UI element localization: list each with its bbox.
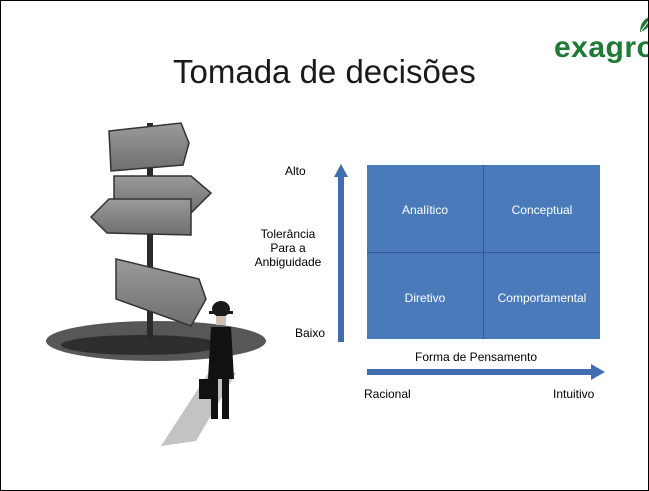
cell-diretivo: Diretivo xyxy=(404,291,446,305)
slide-title: Tomada de decisões xyxy=(173,53,476,90)
y-axis-arrow xyxy=(334,164,348,342)
decision-matrix: Analítico Conceptual Diretivo Comportame… xyxy=(367,165,600,339)
y-axis-title-line-3: Anbiguidade xyxy=(254,255,322,269)
matrix-horizontal-divider xyxy=(367,252,600,253)
y-axis-title: Tolerância Para a Anbiguidade xyxy=(245,227,331,269)
x-axis-arrow xyxy=(367,364,605,380)
x-axis-right-label: Intuitivo xyxy=(553,387,595,401)
leaf-icon xyxy=(640,17,648,32)
y-axis-title-line-1: Tolerância xyxy=(260,227,316,241)
logo-wordmark: exagro xyxy=(554,31,649,64)
cell-analitico: Analítico xyxy=(401,203,449,217)
y-axis-title-line-2: Para a xyxy=(270,241,306,255)
x-axis-title: Forma de Pensamento xyxy=(415,350,538,364)
y-axis-top-label: Alto xyxy=(285,164,306,178)
cell-comportamental: Comportamental xyxy=(497,291,587,305)
x-axis-left-label: Racional xyxy=(364,387,411,401)
cell-conceptual: Conceptual xyxy=(511,203,573,217)
signpost-man-illustration xyxy=(46,122,266,446)
y-axis-bottom-label: Baixo xyxy=(295,326,326,340)
